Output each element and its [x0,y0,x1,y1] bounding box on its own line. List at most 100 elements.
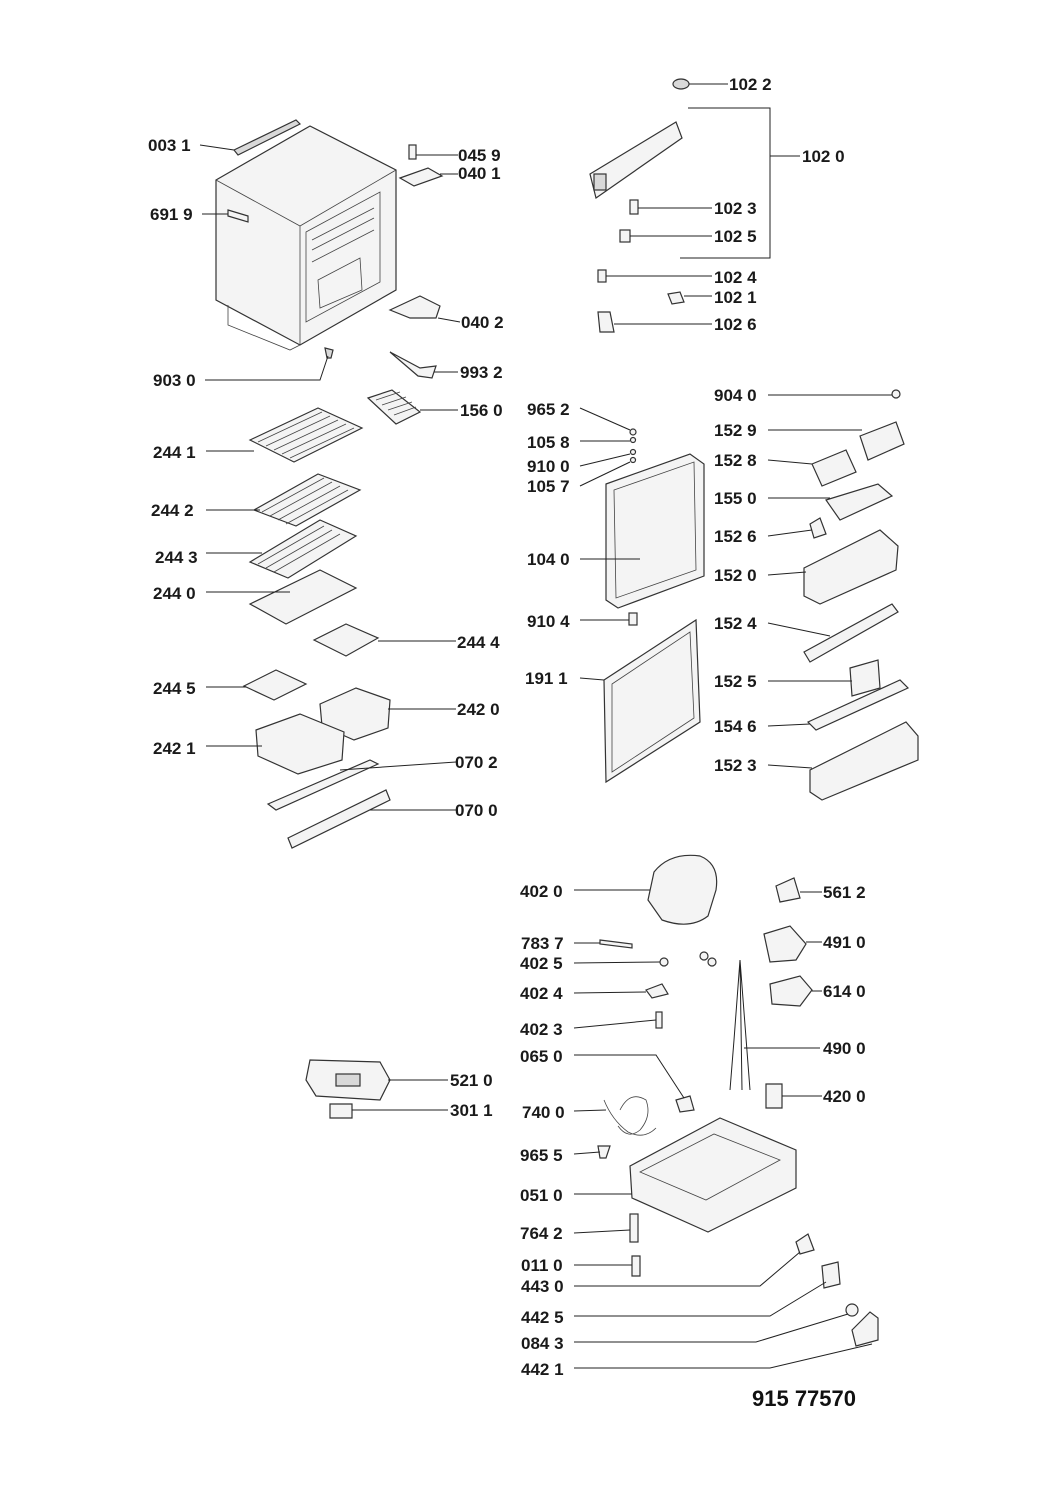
rail-0702 [266,759,380,811]
part-label: 003 1 [148,136,191,155]
part-4425 [821,1261,841,1289]
part-label: 244 2 [151,501,194,520]
part-label: 045 9 [458,146,501,165]
clamp-0650 [675,1095,695,1113]
part-label: 102 5 [714,227,757,246]
shelf-2440 [248,569,358,625]
bar-1546 [806,679,910,731]
grommet-4025 [659,957,669,967]
part-label: 105 7 [527,477,570,496]
part-label: 402 4 [520,984,563,1003]
bracket-2444 [312,623,380,657]
part-label: 102 6 [714,315,757,334]
part-label: 903 0 [153,371,196,390]
clip-1024 [597,269,607,283]
part-label: 242 1 [153,739,196,758]
shelves-group [242,407,391,849]
plug-9040 [891,389,901,399]
part-label: 155 0 [714,489,757,508]
part-label: 102 3 [714,199,757,218]
part-label: 102 0 [802,147,845,166]
part-label: 521 0 [450,1071,493,1090]
door-bins-group [803,389,919,801]
base-0510 [629,1117,797,1233]
part-label: 490 0 [823,1039,866,1058]
cable-4900 [729,959,751,1091]
shelf-2443 [248,519,358,579]
top-trim-part [233,119,302,156]
hinge-1026 [597,311,615,333]
part-label: 065 0 [520,1047,563,1066]
lower-hinge-part [388,295,441,319]
drier-7642 [629,1213,639,1243]
gasket-1911 [603,618,701,784]
coil-7400 [617,1096,649,1135]
shelf-2442 [252,473,362,527]
screw-9655 [597,1145,611,1159]
upper-hinge-part [398,167,444,187]
freezer-door-group [589,78,690,333]
bin-1523 [809,721,919,801]
rail-0700 [287,789,391,849]
cap-part [672,78,690,90]
part-label: 442 5 [521,1308,564,1327]
part-label: 152 8 [714,451,757,470]
part-label: 152 9 [714,421,757,440]
compressor-group [305,854,879,1347]
part-label: 420 0 [823,1087,866,1106]
cabinet-group [215,119,444,425]
ice-tray-part [366,389,422,425]
board-6140 [769,975,813,1007]
part-label: 104 0 [527,550,570,569]
part-label: 614 0 [823,982,866,1001]
part-labels: 003 1 045 9 040 1 691 9 040 2 903 0 993 … [148,75,866,1411]
thermostat-4910 [763,925,807,963]
part-label: 152 4 [714,614,757,633]
part-label: 244 5 [153,679,196,698]
part-label: 040 2 [461,313,504,332]
label-3011 [329,1103,353,1119]
relay-5612 [775,877,801,903]
leader-lines [199,83,892,1369]
part-label: 301 1 [450,1101,493,1120]
door-panel-1040 [605,453,705,609]
panel-window [335,1073,361,1087]
part-label: 152 5 [714,672,757,691]
part-label: 764 2 [520,1224,563,1243]
part-label: 154 6 [714,717,757,736]
part-label: 152 0 [714,566,757,585]
drawer-2421 [255,713,345,775]
part-label: 402 3 [520,1020,563,1039]
part-label: 244 3 [155,548,198,567]
clip-4023 [655,1011,663,1029]
part-label: 443 0 [521,1277,564,1296]
latch-1025 [619,229,631,243]
part-label: 152 6 [714,527,757,546]
bracket-4421 [851,1311,879,1347]
part-0843 [845,1303,859,1317]
part-label: 040 1 [458,164,501,183]
part-label: 910 0 [527,457,570,476]
part-label: 965 5 [520,1146,563,1165]
bar-1524 [803,603,899,663]
bin-1520 [803,529,899,605]
document-number: 915 77570 [752,1386,856,1411]
latch-1023 [629,199,639,215]
bottle-holder-1525 [849,659,881,697]
hinge-pin-part [408,144,417,160]
part-label: 051 0 [520,1186,563,1205]
part-label: 156 0 [460,401,503,420]
part-label: 102 1 [714,288,757,307]
hinge-9104 [628,612,638,626]
part-label: 244 4 [457,633,500,652]
bracket-1526 [809,517,827,539]
capacitor-4200 [765,1083,783,1109]
part-label: 691 9 [150,205,193,224]
screw-9652 [629,428,637,436]
part-label: 965 2 [527,400,570,419]
part-label: 491 0 [823,933,866,952]
part-label: 993 2 [460,363,503,382]
clip-1021 [667,291,685,305]
part-label: 102 4 [714,268,757,287]
